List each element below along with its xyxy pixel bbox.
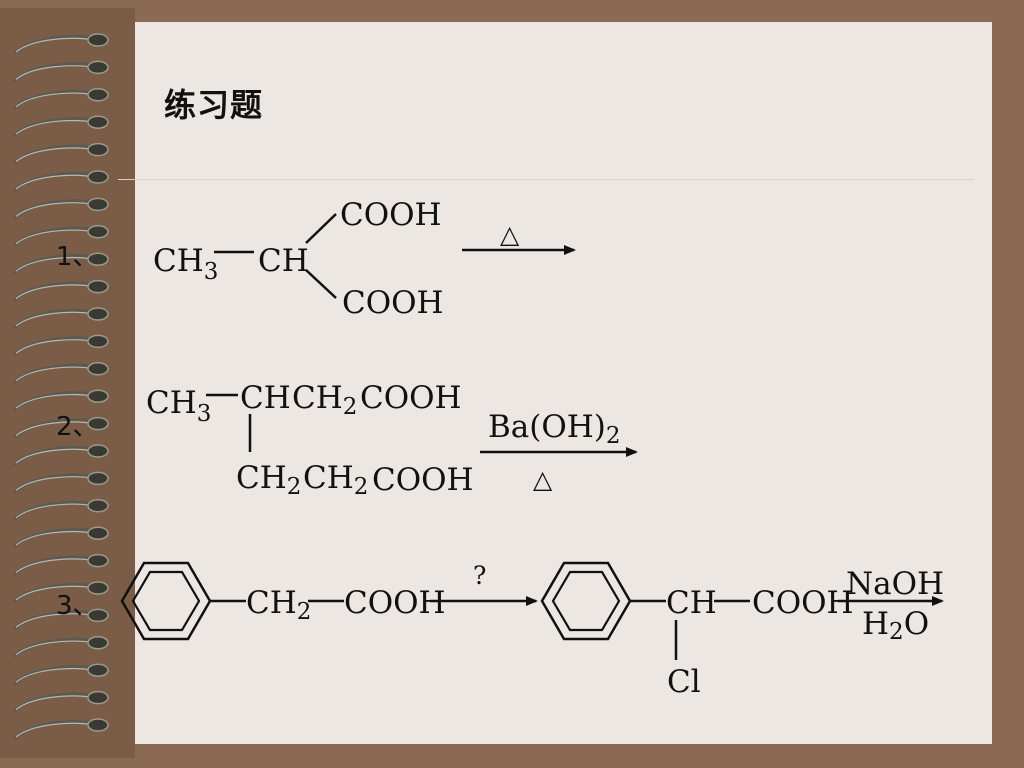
spiral-ring	[12, 663, 109, 686]
cooh-group: COOH	[372, 462, 474, 498]
cooh-group: COOH	[340, 197, 442, 233]
ch2-group: CH2	[236, 460, 301, 500]
page-title: 练习题	[164, 86, 264, 124]
cooh-group: COOH	[752, 585, 854, 621]
spiral-ring	[12, 88, 109, 110]
spiral-ring	[12, 690, 109, 713]
unknown-reagent: ?	[473, 561, 486, 590]
ch2-group: CH2	[303, 460, 368, 500]
bond	[305, 269, 337, 299]
spiral-ring	[12, 581, 109, 604]
spiral-ring	[12, 718, 109, 741]
spiral-binding	[12, 33, 109, 741]
cooh-group: COOH	[342, 285, 444, 321]
spiral-ring	[12, 389, 109, 412]
heat-symbol: △	[533, 465, 553, 494]
ch2-group: CH2	[246, 585, 311, 625]
spiral-ring	[12, 170, 109, 193]
ch3-group: CH3	[146, 385, 211, 427]
spiral-ring	[12, 307, 109, 330]
chlorine-group: Cl	[667, 664, 701, 700]
problem-1-structure: CH3 CH COOH COOH △	[153, 197, 576, 321]
spiral-ring	[12, 416, 109, 439]
ch-group: CH	[258, 243, 309, 279]
problem-2-structure: CH3 CH CH2 COOH CH2 CH2 COOH Ba(OH)2 △	[146, 380, 638, 500]
ch-group: CH	[666, 585, 717, 621]
ch2-group: CH2	[292, 380, 357, 420]
ch3-group: CH3	[153, 243, 218, 285]
benzene-ring	[120, 561, 212, 641]
problem-3-structure: CH2 COOH ? CH COOH Cl NaOH H2O	[120, 561, 944, 700]
ch-group: CH	[240, 380, 291, 416]
bond	[305, 213, 337, 244]
heat-symbol: △	[500, 220, 520, 249]
spiral-ring	[12, 197, 109, 220]
notebook-page	[135, 22, 992, 744]
spiral-ring	[12, 279, 109, 302]
reagent-label: Ba(OH)2	[488, 409, 621, 449]
spiral-ring	[12, 60, 109, 83]
problem-3-number: 3、	[56, 591, 99, 621]
solvent-label: H2O	[862, 606, 929, 645]
spiral-ring	[12, 553, 109, 576]
benzene-ring	[540, 561, 632, 641]
spiral-ring	[12, 526, 109, 549]
spiral-ring	[12, 499, 109, 521]
cooh-group: COOH	[344, 585, 446, 621]
header-divider	[118, 179, 974, 180]
spiral-ring	[12, 334, 109, 357]
cooh-group: COOH	[360, 380, 462, 416]
problem-2-number: 2、	[56, 412, 99, 442]
spiral-ring	[12, 362, 109, 384]
reagent-label: NaOH	[846, 566, 944, 602]
problem-1-number: 1、	[56, 242, 99, 272]
spiral-ring	[12, 252, 109, 275]
spiral-ring	[12, 636, 109, 658]
spiral-ring	[12, 33, 109, 56]
spiral-ring	[12, 471, 109, 494]
spiral-ring	[12, 608, 109, 631]
spiral-ring	[12, 115, 109, 138]
spiral-ring	[12, 444, 109, 467]
spiral-ring	[12, 225, 109, 247]
binding-strip	[0, 8, 135, 758]
spiral-ring	[12, 142, 109, 165]
